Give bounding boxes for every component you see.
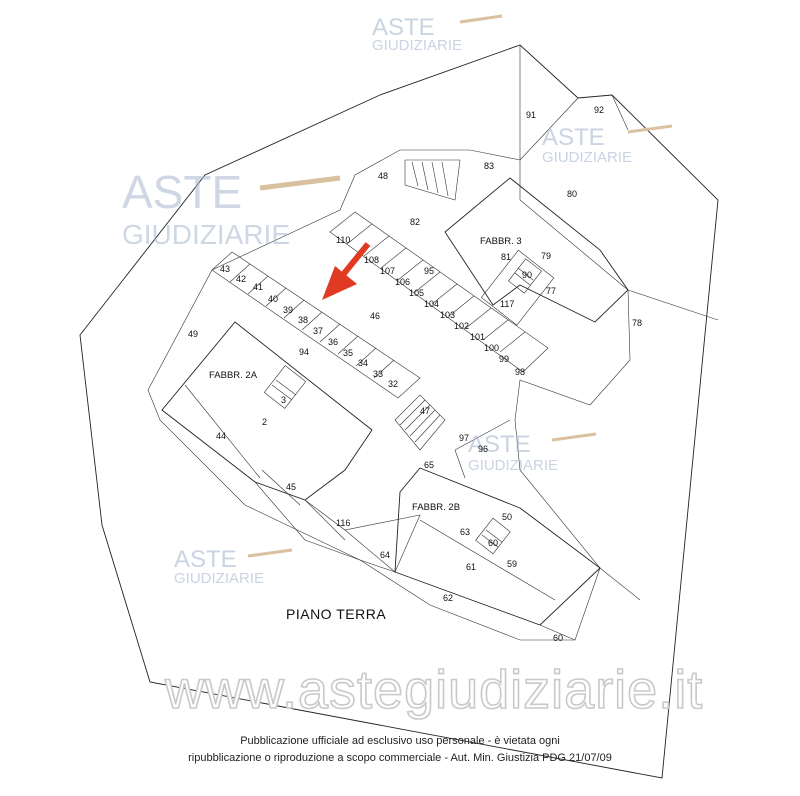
unit-label: 48 [378, 171, 388, 181]
unit-label: 45 [286, 482, 296, 492]
unit-label: 83 [484, 161, 494, 171]
unit-label: 102 [454, 321, 469, 331]
building-label: FABBR. 2B [412, 502, 460, 513]
unit-label: 96 [478, 444, 488, 454]
unit-label: 36 [328, 337, 338, 347]
unit-label: 42 [236, 274, 246, 284]
unit-label: 59 [507, 559, 517, 569]
building-label: FABBR. 2A [209, 370, 258, 381]
unit-label: 99 [499, 354, 509, 364]
unit-label: 65 [424, 460, 434, 470]
ramp [394, 394, 446, 451]
unit-label: 108 [364, 255, 379, 265]
unit-label: 61 [466, 562, 476, 572]
svg-text:GIUDIZIARIE: GIUDIZIARIE [372, 37, 462, 54]
svg-text:GIUDIZIARIE: GIUDIZIARIE [122, 219, 290, 250]
svg-text:ASTE: ASTE [174, 546, 237, 573]
watermark-logo: ASTE GIUDIZIARIE [542, 124, 673, 166]
unit-label: 46 [370, 311, 380, 321]
location-arrow-icon [322, 242, 371, 300]
unit-label: 110 [336, 235, 350, 245]
building-fabbr-2a-outline [161, 321, 373, 501]
svg-text:GIUDIZIARIE: GIUDIZIARIE [174, 570, 264, 587]
unit-label: 81 [501, 252, 511, 262]
unit-label: 94 [299, 347, 309, 357]
unit-label: 50 [502, 512, 512, 522]
building-label: FABBR. 3 [480, 236, 522, 247]
svg-text:ASTE: ASTE [372, 14, 435, 41]
footer-notice-line-2: ripubblicazione o riproduzione a scopo c… [188, 752, 612, 764]
garage-row-lower [211, 251, 421, 399]
inner-courtyard [147, 149, 631, 641]
watermark-logo: ASTE GIUDIZIARIE [122, 166, 341, 250]
unit-label: 3 [281, 395, 286, 405]
unit-label: 90 [522, 270, 532, 280]
unit-label: 2 [262, 417, 267, 427]
unit-label: 60 [488, 538, 498, 548]
building-fabbr-3-outline [444, 177, 629, 323]
unit-label: 33 [373, 369, 383, 379]
unit-label: 60 [553, 633, 563, 643]
stair-icon [475, 517, 511, 555]
unit-label: 44 [216, 431, 226, 441]
svg-text:ASTE: ASTE [468, 431, 531, 458]
unit-label: 116 [336, 518, 350, 528]
unit-label: 98 [515, 367, 525, 377]
unit-label: 62 [443, 593, 453, 603]
unit-labels: 91 92 83 48 80 82 110 108 107 106 105 10… [188, 105, 642, 643]
unit-label: 106 [395, 277, 410, 287]
stair-icon [263, 365, 307, 409]
unit-label: 47 [420, 406, 430, 416]
unit-label: 38 [298, 315, 308, 325]
unit-label: 41 [253, 282, 263, 292]
unit-label: 95 [424, 266, 434, 276]
unit-label: 103 [440, 310, 455, 320]
unit-label: 35 [343, 348, 353, 358]
garage-row-upper [329, 211, 549, 373]
unit-label: 39 [283, 305, 293, 315]
unit-label: 107 [380, 266, 395, 276]
unit-label: 37 [313, 326, 323, 336]
unit-label: 97 [459, 433, 469, 443]
unit-label: 82 [410, 217, 420, 227]
svg-text:GIUDIZIARIE: GIUDIZIARIE [542, 149, 632, 166]
unit-label: 92 [594, 105, 604, 115]
unit-label: 100 [484, 343, 499, 353]
unit-label: 34 [358, 358, 368, 368]
unit-label: 101 [470, 332, 485, 342]
watermark-logo: ASTE GIUDIZIARIE [468, 431, 597, 474]
unit-label: 80 [567, 189, 577, 199]
footer-notice-line-1: Pubblicazione ufficiale ad esclusivo uso… [240, 735, 560, 747]
unit-label: 79 [541, 251, 551, 261]
watermark-logo: ASTE GIUDIZIARIE [174, 546, 293, 587]
unit-label: 43 [220, 264, 230, 274]
watermark-url: www.astegiudiziarie.it [164, 660, 703, 720]
unit-label: 77 [546, 286, 556, 296]
unit-label: 117 [500, 299, 514, 309]
unit-label: 49 [188, 329, 198, 339]
unit-label: 78 [632, 318, 642, 328]
svg-text:ASTE: ASTE [122, 166, 242, 218]
watermark-logo: ASTE GIUDIZIARIE [372, 14, 503, 54]
unit-label: 104 [424, 299, 439, 309]
stair-icon [508, 258, 542, 294]
unit-label: 91 [526, 110, 536, 120]
unit-label: 105 [409, 288, 424, 298]
unit-label: 63 [460, 527, 470, 537]
floor-label: PIANO TERRA [286, 606, 386, 622]
svg-text:GIUDIZIARIE: GIUDIZIARIE [468, 457, 558, 474]
unit-label: 64 [380, 550, 390, 560]
unit-label: 32 [388, 379, 398, 389]
unit-label: 40 [268, 294, 278, 304]
ramp-top [404, 159, 461, 201]
svg-text:ASTE: ASTE [542, 124, 605, 151]
